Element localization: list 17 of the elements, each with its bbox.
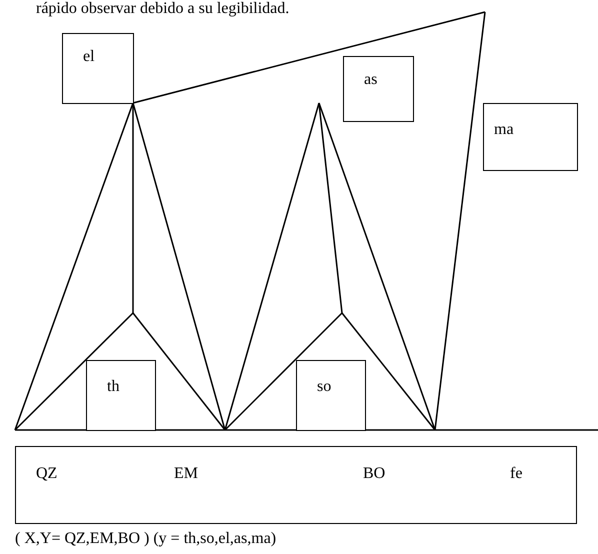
- text-line: rápido observar debido a su legibilidad.: [36, 0, 290, 18]
- box-label: th: [107, 378, 120, 396]
- box-label: BO: [363, 465, 386, 483]
- box-label: QZ: [36, 465, 58, 483]
- box-label: ma: [494, 121, 514, 139]
- caption: ( X,Y= QZ,EM,BO ) (y = th,so,el,as,ma): [15, 530, 276, 548]
- square-box: [296, 360, 366, 431]
- box-label: el: [83, 48, 95, 66]
- box-label: so: [317, 378, 332, 396]
- square-box: [62, 33, 134, 104]
- box-label: as: [364, 71, 378, 89]
- square-box: [86, 360, 156, 431]
- square-box: [15, 446, 577, 524]
- box-label: fe: [510, 465, 522, 483]
- square-box: [343, 56, 414, 122]
- square-box: [483, 103, 578, 171]
- box-label: EM: [174, 465, 198, 483]
